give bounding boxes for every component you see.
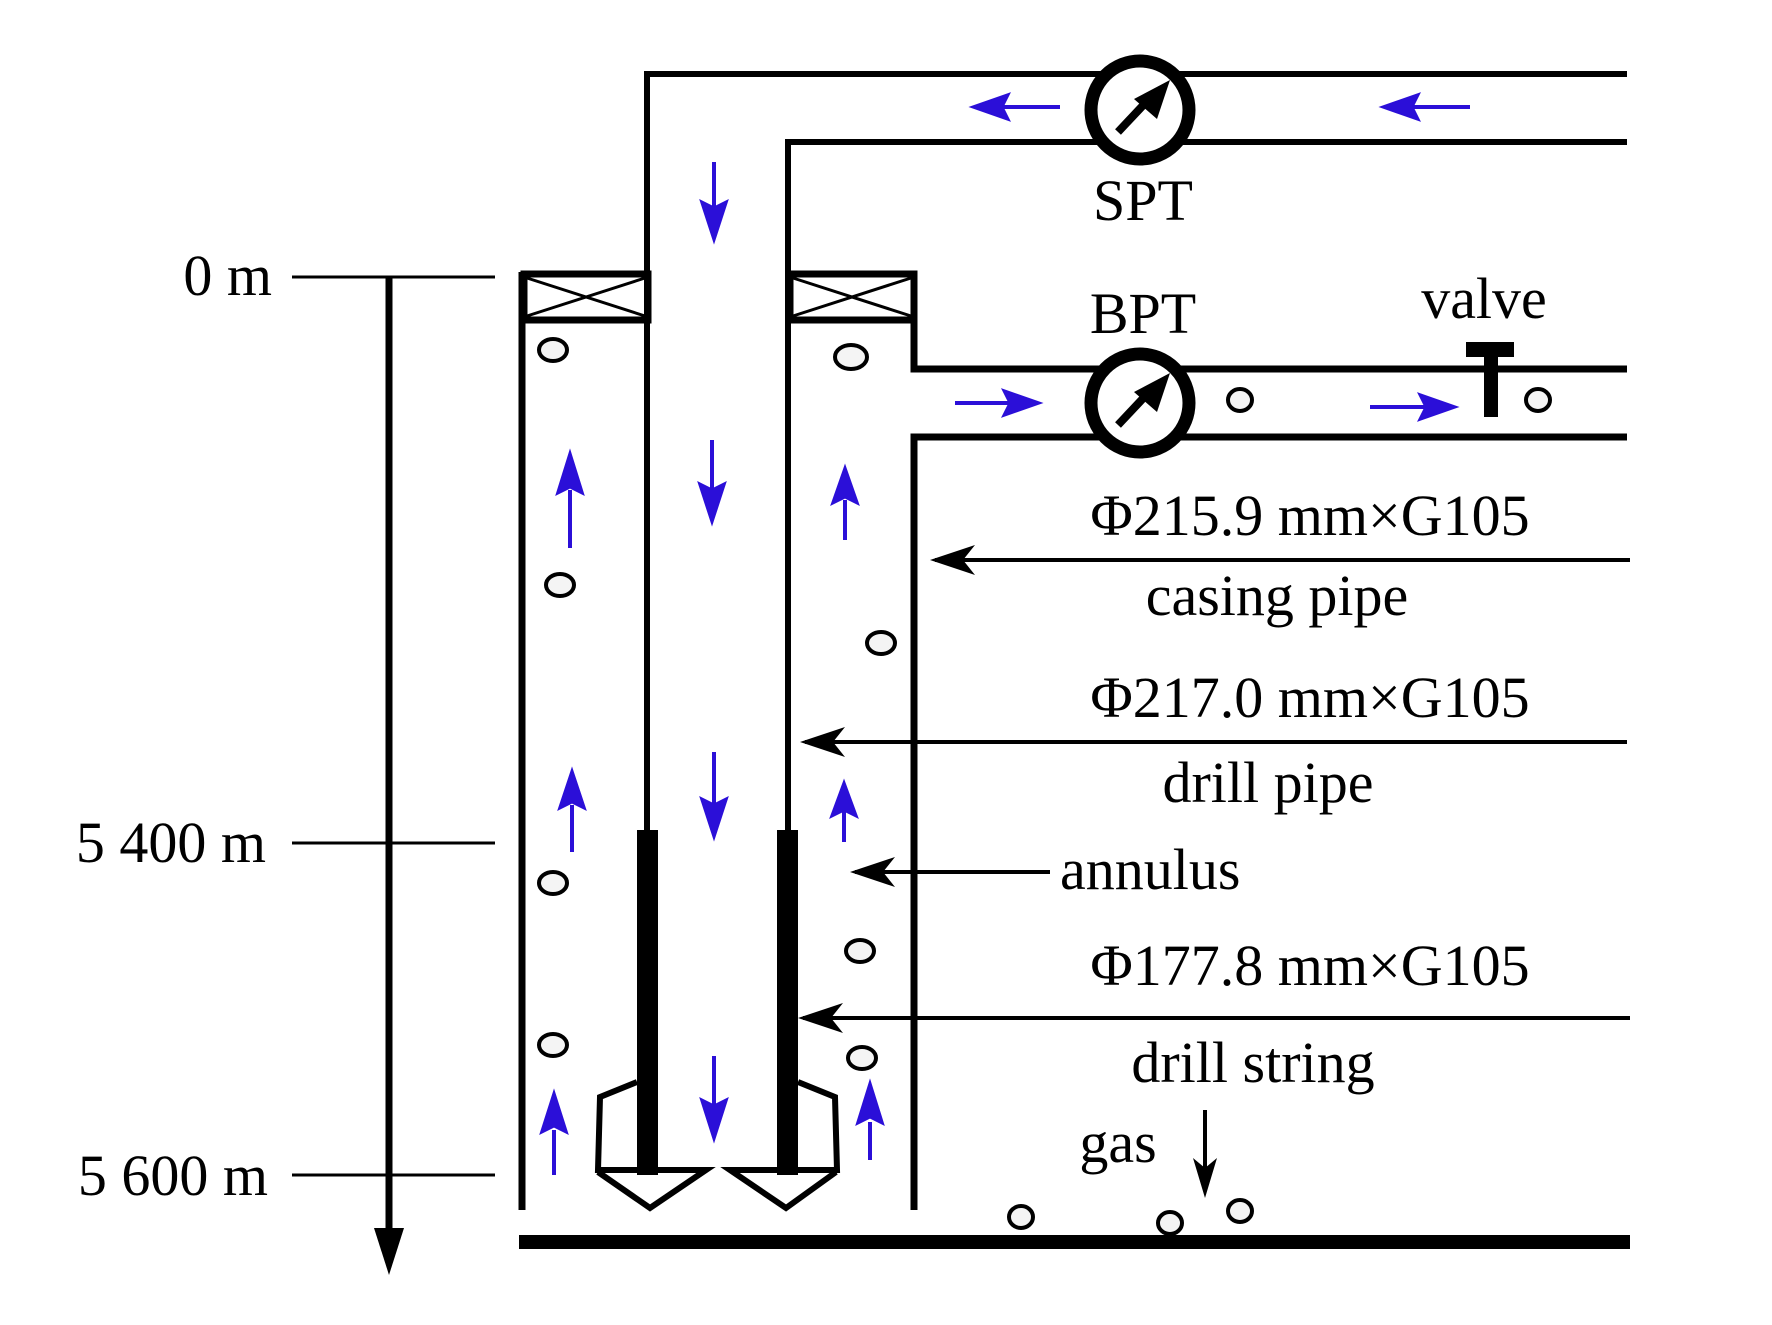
callout-labels: Φ215.9 mm×G105 casing pipe Φ217.0 mm×G10… bbox=[1060, 483, 1530, 1175]
gas-bubble bbox=[846, 1045, 878, 1071]
packer-left bbox=[520, 270, 652, 324]
bpt-label: BPT bbox=[1090, 281, 1196, 346]
gas-bubble bbox=[537, 337, 569, 363]
gas-bubble bbox=[537, 870, 569, 896]
drill-string bbox=[637, 830, 798, 1175]
flow-arrow-right bbox=[1370, 392, 1460, 422]
flow-arrow-up bbox=[555, 448, 585, 548]
annulus-label: annulus bbox=[1060, 837, 1240, 902]
drill-pipe bbox=[644, 71, 1627, 830]
flow-arrow-up bbox=[830, 463, 860, 540]
valve-icon bbox=[1466, 342, 1514, 417]
casing-right-wall-lower bbox=[910, 433, 1627, 1210]
drill-string-right bbox=[777, 830, 798, 1175]
casing-name-label: casing pipe bbox=[1146, 563, 1409, 628]
gas-bubble bbox=[1156, 1210, 1184, 1236]
valve-label: valve bbox=[1421, 266, 1547, 331]
gas-label: gas bbox=[1079, 1110, 1156, 1175]
callout-leaders bbox=[798, 545, 1630, 1198]
gas-bubble bbox=[1524, 387, 1552, 413]
depth-label-5600: 5 600 m bbox=[78, 1143, 268, 1208]
flow-arrow-down bbox=[699, 1056, 729, 1144]
flow-arrow-up bbox=[557, 766, 587, 852]
depth-axis-arrowhead bbox=[374, 1228, 404, 1275]
drill-pipe-left-wall bbox=[644, 71, 1627, 830]
packer-right bbox=[786, 270, 918, 324]
casing-spec-label: Φ215.9 mm×G105 bbox=[1090, 483, 1529, 548]
flow-arrow-down bbox=[699, 162, 729, 245]
gas-bubble bbox=[865, 630, 897, 656]
gas-bubble bbox=[844, 938, 876, 964]
gas-bubble bbox=[1226, 387, 1254, 413]
flow-arrow-up bbox=[539, 1088, 569, 1175]
drillpipe-name-label: drill pipe bbox=[1162, 750, 1373, 815]
gas-bubbles bbox=[537, 337, 1552, 1236]
gas-bubble bbox=[537, 1032, 569, 1058]
flow-arrow-down bbox=[699, 752, 729, 842]
drill-string-left bbox=[637, 830, 658, 1175]
drill-bit bbox=[594, 1079, 841, 1212]
spt-gauge bbox=[1084, 54, 1196, 166]
bpt-gauge bbox=[1084, 347, 1196, 459]
flow-arrow-left bbox=[1378, 92, 1470, 122]
depth-label-0: 0 m bbox=[183, 243, 272, 308]
depth-label-5400: 5 400 m bbox=[76, 810, 266, 875]
flow-arrow-up bbox=[855, 1078, 885, 1160]
flow-arrow-right bbox=[955, 388, 1044, 418]
flow-arrow-down bbox=[697, 440, 727, 527]
drillstring-spec-label: Φ177.8 mm×G105 bbox=[1090, 933, 1529, 998]
flow-arrow-left bbox=[968, 92, 1060, 122]
gas-bubble bbox=[544, 572, 576, 598]
depth-axis: 0 m 5 400 m 5 600 m bbox=[76, 243, 495, 1275]
flow-arrow-up bbox=[829, 778, 859, 842]
flow-arrows bbox=[539, 92, 1470, 1175]
gas-bubble bbox=[1226, 1198, 1254, 1224]
drill-pipe-right-wall bbox=[785, 139, 1627, 830]
drillpipe-spec-label: Φ217.0 mm×G105 bbox=[1090, 665, 1529, 730]
drillstring-name-label: drill string bbox=[1131, 1030, 1374, 1095]
gas-bubble bbox=[833, 343, 869, 371]
gas-bubble bbox=[1007, 1204, 1035, 1230]
spt-label: SPT bbox=[1093, 168, 1193, 233]
